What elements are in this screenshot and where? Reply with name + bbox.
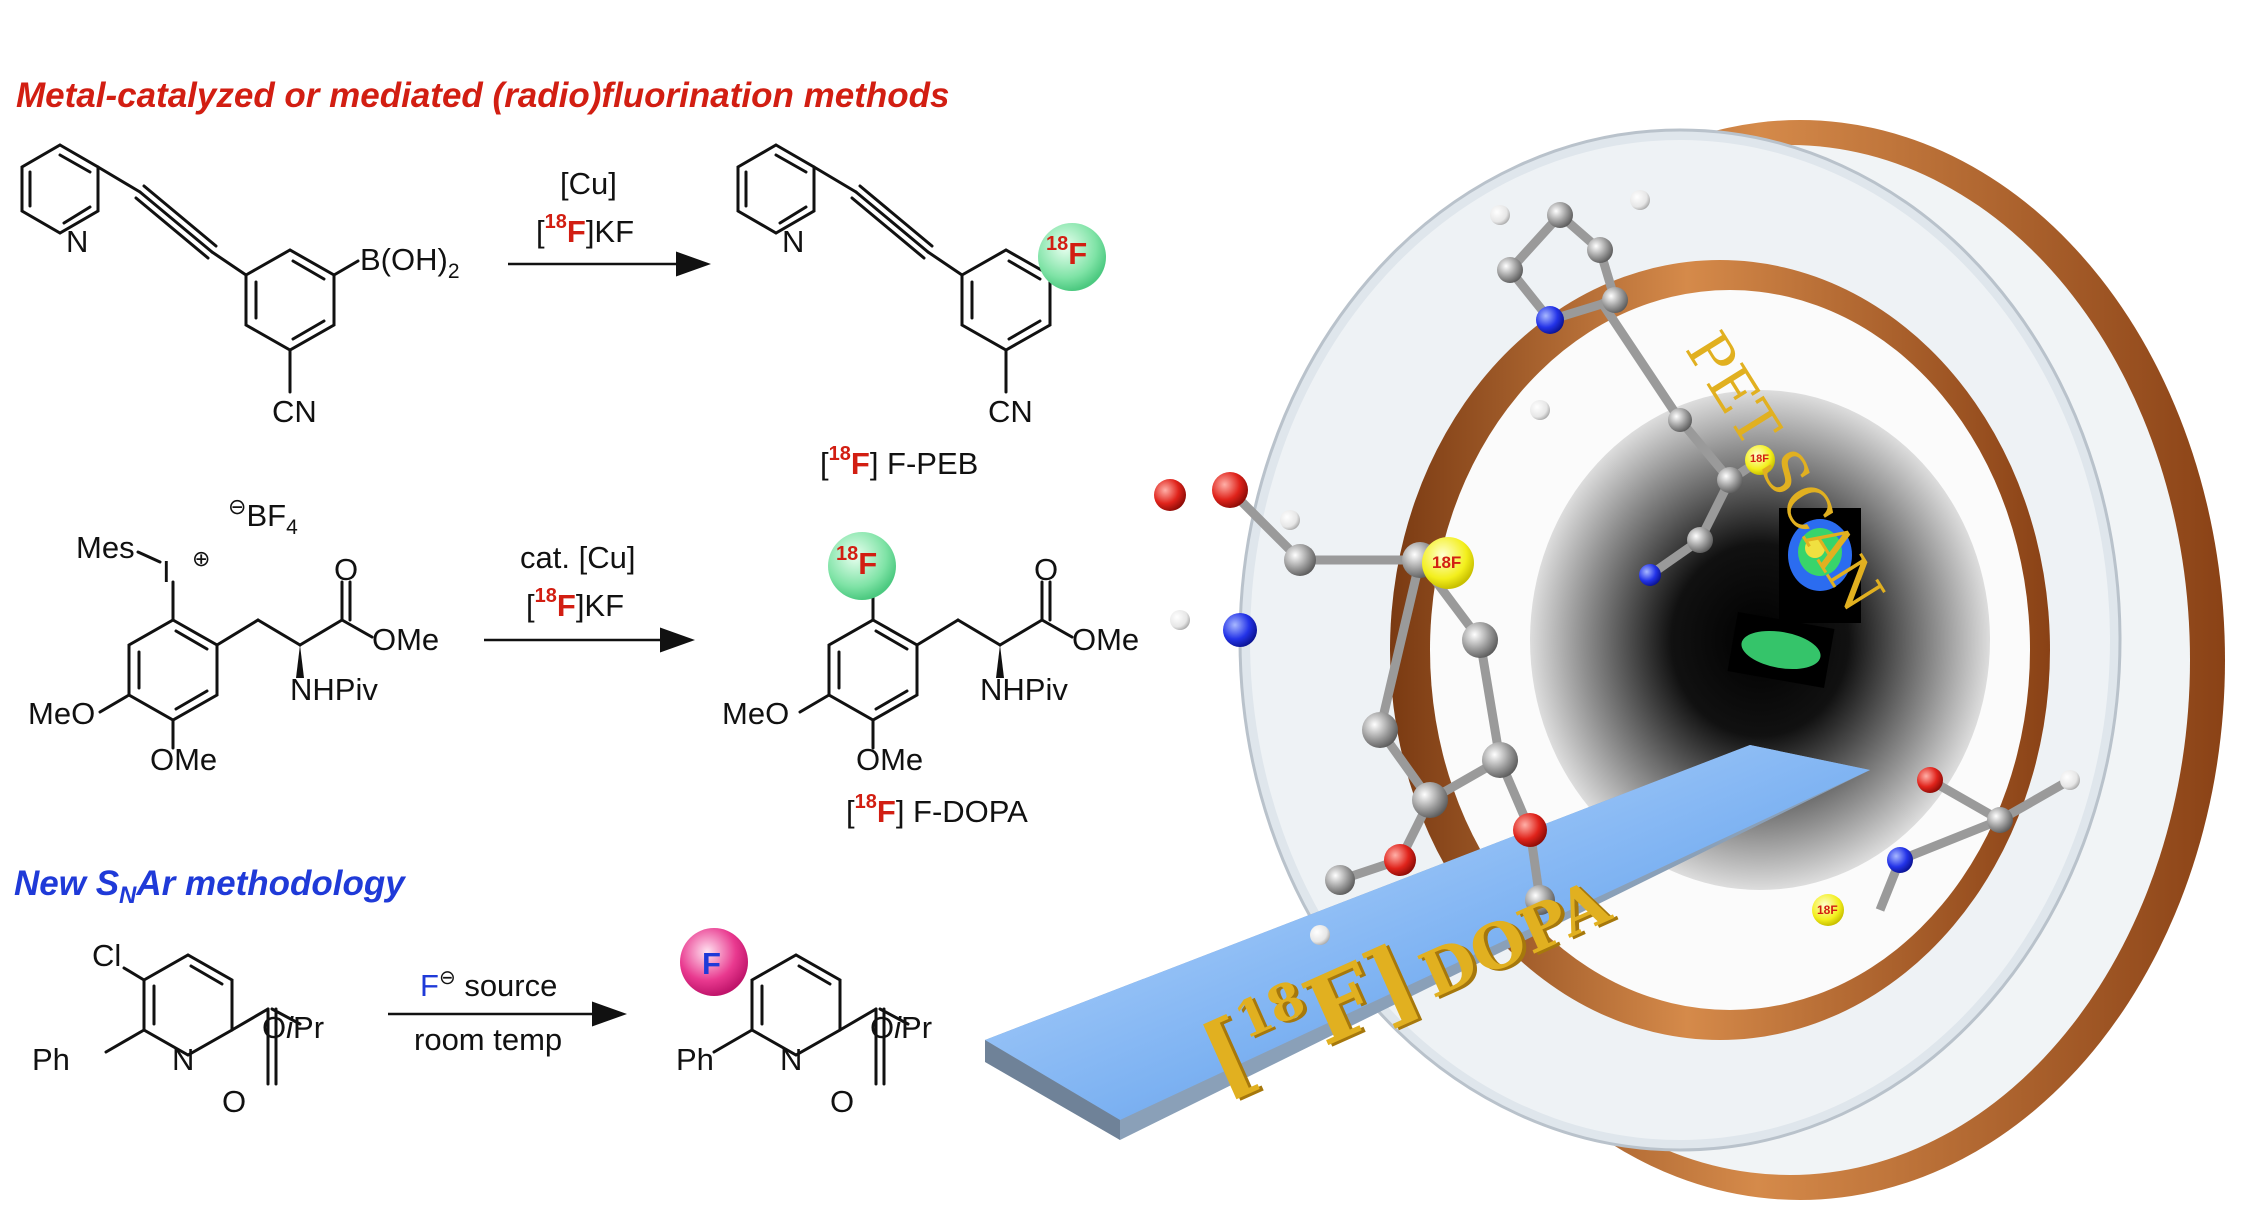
pet-scanner	[985, 120, 2225, 1200]
r2-product-name: [18F] F-DOPA	[846, 792, 1028, 829]
atom-badge-1: 18F	[1432, 553, 1462, 572]
r2-kf-f: F	[556, 588, 576, 623]
r3-p-ester-o: O	[870, 1010, 895, 1045]
r3-sm-ipr: Pr	[293, 1010, 325, 1045]
r3-product-ester: OiPr	[870, 1012, 932, 1043]
r1-product-18f-badge	[1038, 223, 1106, 291]
r3-reagent-f-source: F⊖ source	[420, 967, 558, 1003]
dopa-post: ] F-DOPA	[895, 794, 1028, 829]
r2-kf-pre: [	[526, 588, 535, 623]
r1-sm-boronic-acid: B(OH)2	[360, 242, 460, 282]
r2-product-nhpiv: NHPiv	[980, 672, 1068, 707]
r2-badge-f: F	[858, 546, 878, 581]
r2-sm-mes: Mes	[76, 530, 135, 565]
r3-product-f-label: F	[702, 946, 721, 981]
r3-product-n: N	[780, 1042, 803, 1077]
r2-sm-ester-ome: OMe	[372, 622, 440, 657]
r1-sm-boron-sub: 2	[447, 260, 460, 283]
r1-sm-bonds	[20, 143, 360, 394]
r2-sm-iodonium-plus: ⊕	[192, 546, 211, 571]
r1-reagent-kf: [18F]KF	[536, 212, 635, 249]
r3-sm-carbonyl-o: O	[222, 1084, 247, 1119]
atom-badge-2: 18F	[1750, 453, 1769, 465]
r3-sm-ester-o: O	[262, 1010, 287, 1045]
r3-sm-n: N	[172, 1042, 195, 1077]
section-title-metal: Metal-catalyzed or mediated (radio)fluor…	[16, 76, 950, 115]
peb-f: F	[850, 446, 870, 481]
r2-kf-sup: 18	[534, 585, 557, 607]
r3-product-carbonyl-o: O	[830, 1084, 855, 1119]
peb-pre: [	[820, 446, 829, 481]
bf4-text: BF	[246, 498, 287, 533]
r1-sm-boron-text: B(OH)	[360, 242, 448, 277]
r1-product-bonds	[736, 143, 1066, 394]
r1-product-cn: CN	[988, 394, 1033, 429]
r2-badge-sup: 18	[836, 543, 859, 565]
r1-kf-sup: 18	[544, 211, 567, 233]
r2-product-18f-badge	[828, 532, 896, 600]
r2-product-18f-label: 18F	[836, 544, 878, 581]
r3-sm-ph: Ph	[32, 1042, 70, 1077]
r2-product-carbonyl-o: O	[1034, 552, 1059, 587]
dopa-sup: 18	[854, 791, 877, 813]
r2-sm-bonds	[98, 550, 374, 750]
snar-title-pre: New S	[14, 864, 120, 903]
r2-kf-post: ]KF	[575, 588, 625, 623]
r1-kf-pre: [	[536, 214, 545, 249]
r1-product-18f-label: 18F	[1046, 234, 1088, 271]
r3-f: F	[420, 968, 439, 1003]
r2-reagent-cu: cat. [Cu]	[520, 540, 636, 575]
r2-sm-bf4: ⊖BF4	[228, 496, 298, 539]
r3-reagent-room-temp: room temp	[414, 1022, 563, 1057]
r1-product-name: [18F] F-PEB	[820, 444, 979, 481]
r1-badge-f: F	[1068, 236, 1088, 271]
r2-product-ester-ome: OMe	[1072, 622, 1140, 657]
snar-title-post: Ar methodology	[136, 864, 405, 903]
r2-product-ome: OMe	[856, 742, 924, 777]
section-title-snar: New SNAr methodology	[14, 864, 405, 909]
r3-sm-ipr-i: i	[286, 1010, 294, 1045]
r1-sm-cn: CN	[272, 394, 317, 429]
r3-p-ipr-i: i	[894, 1010, 902, 1045]
r3-sm-ester: OiPr	[262, 1012, 324, 1043]
molecule-atoms	[1154, 190, 2080, 945]
r3-product-f-badge	[680, 928, 748, 996]
r2-reagent-kf: [18F]KF	[526, 586, 625, 623]
r1-badge-sup: 18	[1046, 233, 1069, 255]
r2-sm-ome: OMe	[150, 742, 218, 777]
r3-f-minus: ⊖	[438, 967, 456, 989]
bf4-sub: 4	[286, 516, 298, 539]
r3-p-ipr: Pr	[901, 1010, 933, 1045]
r2-sm-nhpiv: NHPiv	[290, 672, 378, 707]
snar-title-sub: N	[119, 882, 137, 909]
dopa-pre: [	[846, 794, 855, 829]
r2-sm-iodine: I	[162, 554, 171, 589]
r1-kf-f: F	[566, 214, 586, 249]
r3-product-ph: Ph	[676, 1042, 714, 1077]
r1-sm-n: N	[66, 224, 89, 259]
r3-sm-bonds	[104, 953, 302, 1086]
r2-sm-carbonyl-o: O	[334, 552, 359, 587]
small-18f-atom	[1745, 445, 1775, 475]
dopa-f: F	[876, 794, 896, 829]
r2-product-meo: MeO	[722, 696, 790, 731]
peb-post: ] F-PEB	[869, 446, 979, 481]
r1-kf-post: ]KF	[585, 214, 635, 249]
atom-badge-3: 18F	[1817, 903, 1838, 917]
r3-source: source	[455, 968, 558, 1003]
r2-product-bonds	[798, 580, 1074, 750]
peb-sup: 18	[828, 443, 851, 465]
bf4-minus: ⊖	[228, 494, 247, 519]
r3-sm-cl: Cl	[92, 938, 122, 973]
r2-sm-meo: MeO	[28, 696, 96, 731]
r1-product-n: N	[782, 224, 805, 259]
r1-reagent-cu: [Cu]	[560, 166, 617, 201]
r3-product-bonds	[712, 953, 910, 1086]
